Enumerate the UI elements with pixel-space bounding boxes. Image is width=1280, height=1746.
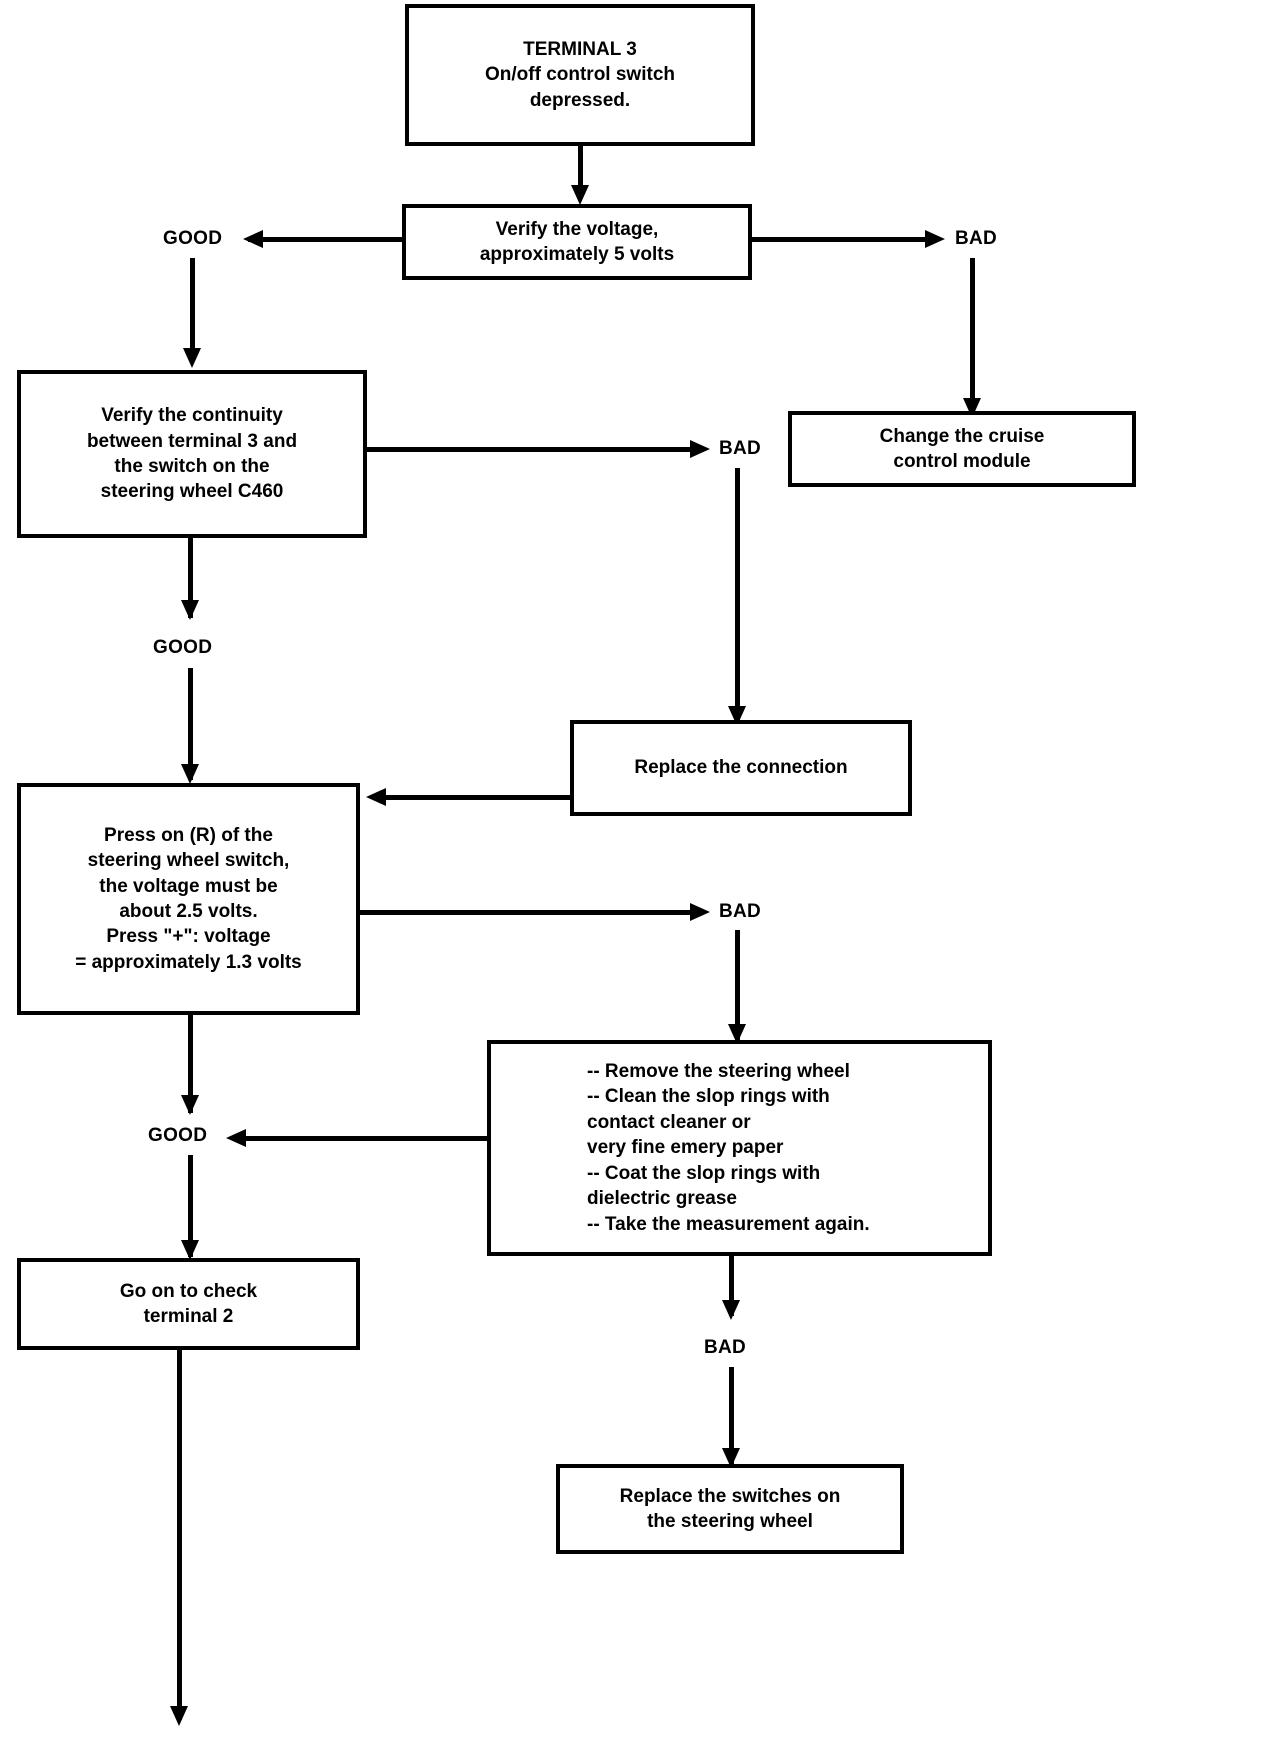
node-press-r: Press on (R) of the steering wheel switc…: [17, 783, 360, 1015]
branch-label-bad-4: BAD: [704, 1337, 747, 1358]
node-verify-continuity: Verify the continuity between terminal 3…: [17, 370, 367, 538]
branch-label-good-3: GOOD: [148, 1125, 208, 1146]
arrowhead-down-good-3: [181, 1095, 199, 1115]
arrowhead-left-press-r: [366, 788, 386, 806]
edge-bad2-to-replace-connection: [735, 468, 740, 720]
node-replace-connection-label: Replace the connection: [634, 757, 848, 779]
arrowhead-left-good-3: [226, 1129, 246, 1147]
edge-verify-voltage-to-good: [248, 237, 404, 242]
edge-press-r-to-bad: [358, 910, 695, 915]
edge-press-r-to-good: [188, 1015, 193, 1113]
arrowhead-right-bad-3: [690, 903, 710, 921]
edge-go-on-tail: [177, 1350, 182, 1720]
edge-service-steps-to-good3: [240, 1136, 488, 1141]
arrowhead-down-go-on-tail: [170, 1706, 188, 1726]
node-press-r-label: Press on (R) of the steering wheel switc…: [75, 824, 302, 973]
node-verify-voltage: Verify the voltage, approximately 5 volt…: [402, 204, 752, 280]
arrowhead-down-good-2: [181, 600, 199, 620]
node-change-cruise-control-module-label: Change the cruise control module: [879, 425, 1045, 472]
arrowhead-down-verify-continuity: [183, 348, 201, 368]
arrowhead-left-good-1: [243, 230, 263, 248]
node-go-on-check-terminal-2-label: Go on to check terminal 2: [119, 1280, 258, 1327]
arrowhead-down-service-steps: [728, 1024, 746, 1044]
node-service-steps: -- Remove the steering wheel -- Clean th…: [487, 1040, 992, 1256]
arrowhead-down-replace-switches: [722, 1448, 740, 1468]
arrowhead-right-bad-2: [690, 440, 710, 458]
node-verify-continuity-label: Verify the continuity between terminal 3…: [86, 405, 298, 503]
edge-replace-connection-to-press-r: [380, 795, 572, 800]
arrowhead-down-go-on: [181, 1240, 199, 1260]
branch-label-good-2: GOOD: [153, 637, 213, 658]
node-replace-switches: Replace the switches on the steering whe…: [556, 1464, 904, 1554]
edge-terminal3-to-verify-voltage: [578, 146, 583, 198]
edge-bad4-to-replace-switches: [729, 1367, 734, 1465]
edge-good3-to-go-on: [188, 1155, 193, 1257]
branch-label-good-1: GOOD: [163, 228, 223, 249]
arrowhead-down-press-r: [181, 764, 199, 784]
node-replace-switches-label: Replace the switches on the steering whe…: [619, 1485, 841, 1532]
edge-bad3-to-service-steps: [735, 930, 740, 1042]
edge-service-steps-to-bad4: [729, 1256, 734, 1316]
node-replace-connection: Replace the connection: [570, 720, 912, 816]
branch-label-bad-1: BAD: [955, 228, 998, 249]
edge-verify-continuity-to-bad: [365, 447, 695, 452]
arrowhead-right-bad-1: [925, 230, 945, 248]
edge-good1-to-verify-continuity: [190, 258, 195, 358]
node-verify-voltage-label: Verify the voltage, approximately 5 volt…: [479, 218, 675, 265]
arrowhead-down-bad-4: [722, 1300, 740, 1320]
node-terminal-3: TERMINAL 3 On/off control switch depress…: [405, 4, 755, 146]
branch-label-bad-3: BAD: [719, 901, 762, 922]
edge-bad1-to-change-module: [970, 258, 975, 410]
node-terminal-3-label: TERMINAL 3 On/off control switch depress…: [485, 38, 675, 111]
edge-verify-voltage-to-bad: [750, 237, 930, 242]
branch-label-bad-2: BAD: [719, 438, 762, 459]
node-change-cruise-control-module: Change the cruise control module: [788, 411, 1136, 487]
node-service-steps-label: -- Remove the steering wheel -- Clean th…: [587, 1060, 870, 1235]
edge-good2-to-press-r: [188, 668, 193, 780]
arrowhead-down-verify-voltage: [571, 185, 589, 205]
edge-verify-continuity-to-good: [188, 538, 193, 618]
node-go-on-check-terminal-2: Go on to check terminal 2: [17, 1258, 360, 1350]
